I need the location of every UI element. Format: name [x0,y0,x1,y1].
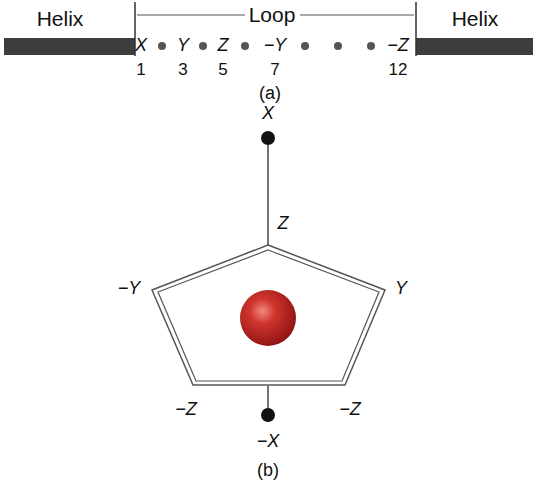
axis-line [267,386,269,408]
vertex-label: Z [278,214,289,234]
calcium-ion [240,290,296,346]
axis-line [267,145,269,245]
vertex-label: −Y [118,279,141,299]
position-letter: Y [177,36,189,56]
boundary-line [415,2,417,56]
helix-bar [416,38,533,55]
position-number: 7 [270,61,279,80]
position-letter: −Y [264,36,287,56]
ligand-dot [261,408,275,422]
helix-bar [4,38,135,55]
position-number: 5 [218,61,227,80]
vertex-label: −Z [339,400,361,420]
bipyramid-base [158,250,379,381]
position-letter: Z [218,36,229,56]
ligand-dot [261,131,275,145]
vertex-label: −X [257,432,280,452]
position-number: 3 [178,61,187,80]
vertex-label: Y [395,279,407,299]
panel-label: (b) [257,461,279,481]
loop-span [300,14,414,15]
loop-span [137,14,245,15]
vertex-label: X [262,104,274,124]
region-name: Helix [37,7,84,30]
panel-label: (a) [259,84,281,104]
position-letter: −Z [387,36,409,56]
position-number: 12 [389,61,408,80]
vertex-label: −Z [175,400,197,420]
region-name: Loop [249,3,296,26]
region-name: Helix [452,7,499,30]
position-letter: X [135,36,147,56]
position-number: 1 [136,61,145,80]
bipyramid-base [152,245,385,385]
